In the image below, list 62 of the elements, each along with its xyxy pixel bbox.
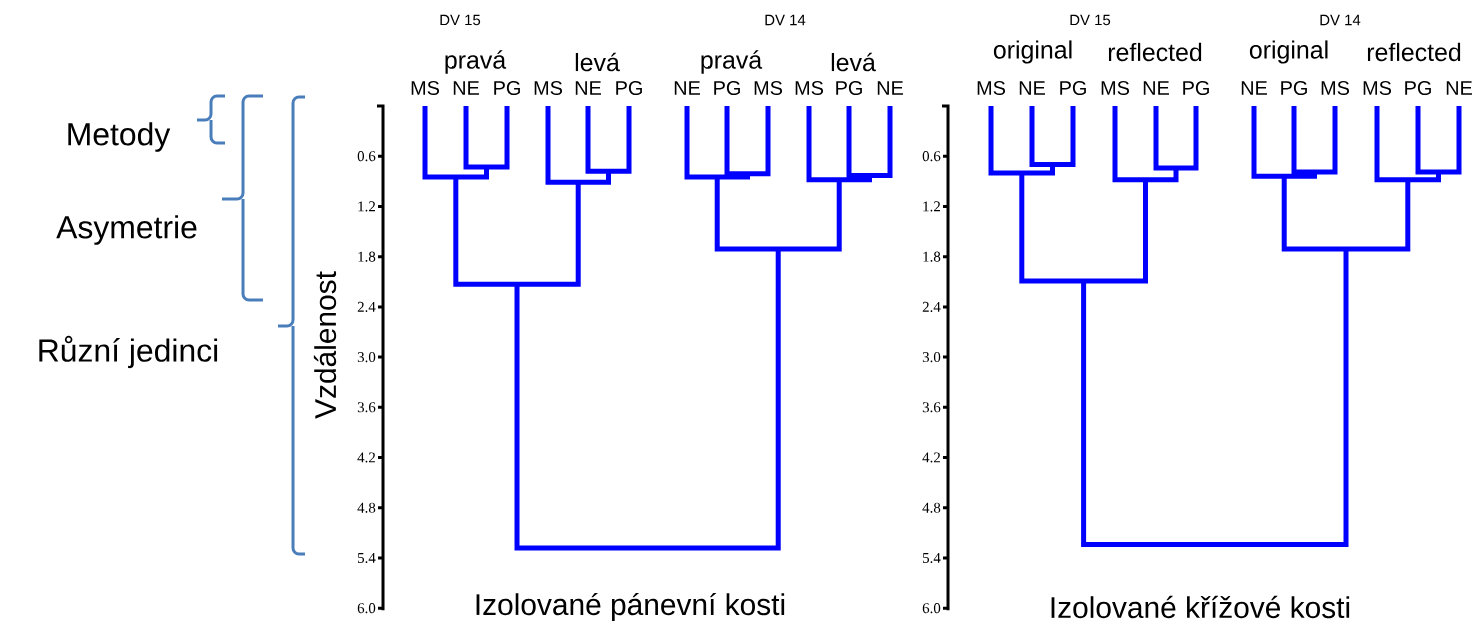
leaf-label: MS <box>1321 80 1350 96</box>
subgroup-heading: pravá <box>701 50 763 74</box>
leaf-label: MS <box>795 80 824 96</box>
tick-label: 1.2 <box>923 201 940 212</box>
tick-label: 3.0 <box>922 352 941 363</box>
tick-label: 4.2 <box>357 452 375 463</box>
leaf-label: MS <box>534 80 563 96</box>
tick-label: 6.0 <box>922 603 941 614</box>
axis-title: Vzdálenost <box>313 271 337 419</box>
chart-title: Izolované křížové kosti <box>1051 595 1350 619</box>
leaf-label: MS <box>977 80 1006 96</box>
leaf-label: MS <box>754 80 783 96</box>
leaf-label: PG <box>836 80 862 96</box>
leaf-label: PG <box>1183 80 1209 96</box>
leaf-label: NE <box>877 81 903 95</box>
subgroup-heading: reflected <box>1367 42 1461 62</box>
tick-label: 0.6 <box>922 151 941 162</box>
tick-label: 5.4 <box>923 553 941 563</box>
bracket-label: Metody <box>68 122 171 152</box>
leaf-label: PG <box>494 80 520 96</box>
leaf-label: PG <box>714 80 740 96</box>
group-heading: DV 14 <box>1320 14 1361 26</box>
tick-label: 4.2 <box>922 452 940 463</box>
leaf-label: MS <box>1363 80 1392 96</box>
leaf-label: NE <box>674 81 700 95</box>
tick-label: 4.8 <box>922 502 941 513</box>
bracket-label: Asymetrie <box>56 215 197 245</box>
leaf-label: NE <box>1143 81 1169 95</box>
subgroup-heading: levá <box>831 52 876 72</box>
leaf-label: NE <box>1019 81 1045 95</box>
leaf-label: PG <box>1060 80 1086 96</box>
tick-label: 2.4 <box>922 301 941 312</box>
tick-label: 5.4 <box>358 553 376 563</box>
subgroup-heading: pravá <box>445 50 507 74</box>
group-heading: DV 14 <box>765 14 806 26</box>
leaf-label: NE <box>453 81 479 95</box>
group-heading: DV 15 <box>1070 14 1111 26</box>
tick-label: 6.0 <box>357 603 376 614</box>
subgroup-heading: reflected <box>1108 42 1202 62</box>
tick-label: 3.6 <box>922 402 941 413</box>
leaf-label: PG <box>616 80 642 96</box>
tick-label: 3.0 <box>357 352 376 363</box>
leaf-label: MS <box>1101 80 1130 96</box>
tick-label: 1.2 <box>358 201 375 212</box>
tick-label: 3.6 <box>357 402 376 413</box>
tick-label: 4.8 <box>357 502 376 513</box>
tick-label: 0.6 <box>357 151 376 162</box>
tick-label: 1.8 <box>358 251 376 262</box>
subgroup-heading: original <box>993 40 1072 64</box>
leaf-label: MS <box>411 80 440 96</box>
bracket-label: Různí jedinci <box>39 335 218 369</box>
group-heading: DV 15 <box>440 14 481 26</box>
leaf-label: NE <box>1241 81 1267 95</box>
leaf-label: PG <box>1405 80 1431 96</box>
subgroup-heading: levá <box>575 52 620 72</box>
tick-label: 1.8 <box>923 251 941 262</box>
subgroup-heading: original <box>1249 40 1328 64</box>
leaf-label: NE <box>575 81 601 95</box>
chart-title: Izolované pánevní kosti <box>476 592 785 622</box>
tick-label: 2.4 <box>357 301 376 312</box>
leaf-label: NE <box>1446 81 1472 95</box>
leaf-label: PG <box>1281 80 1307 96</box>
